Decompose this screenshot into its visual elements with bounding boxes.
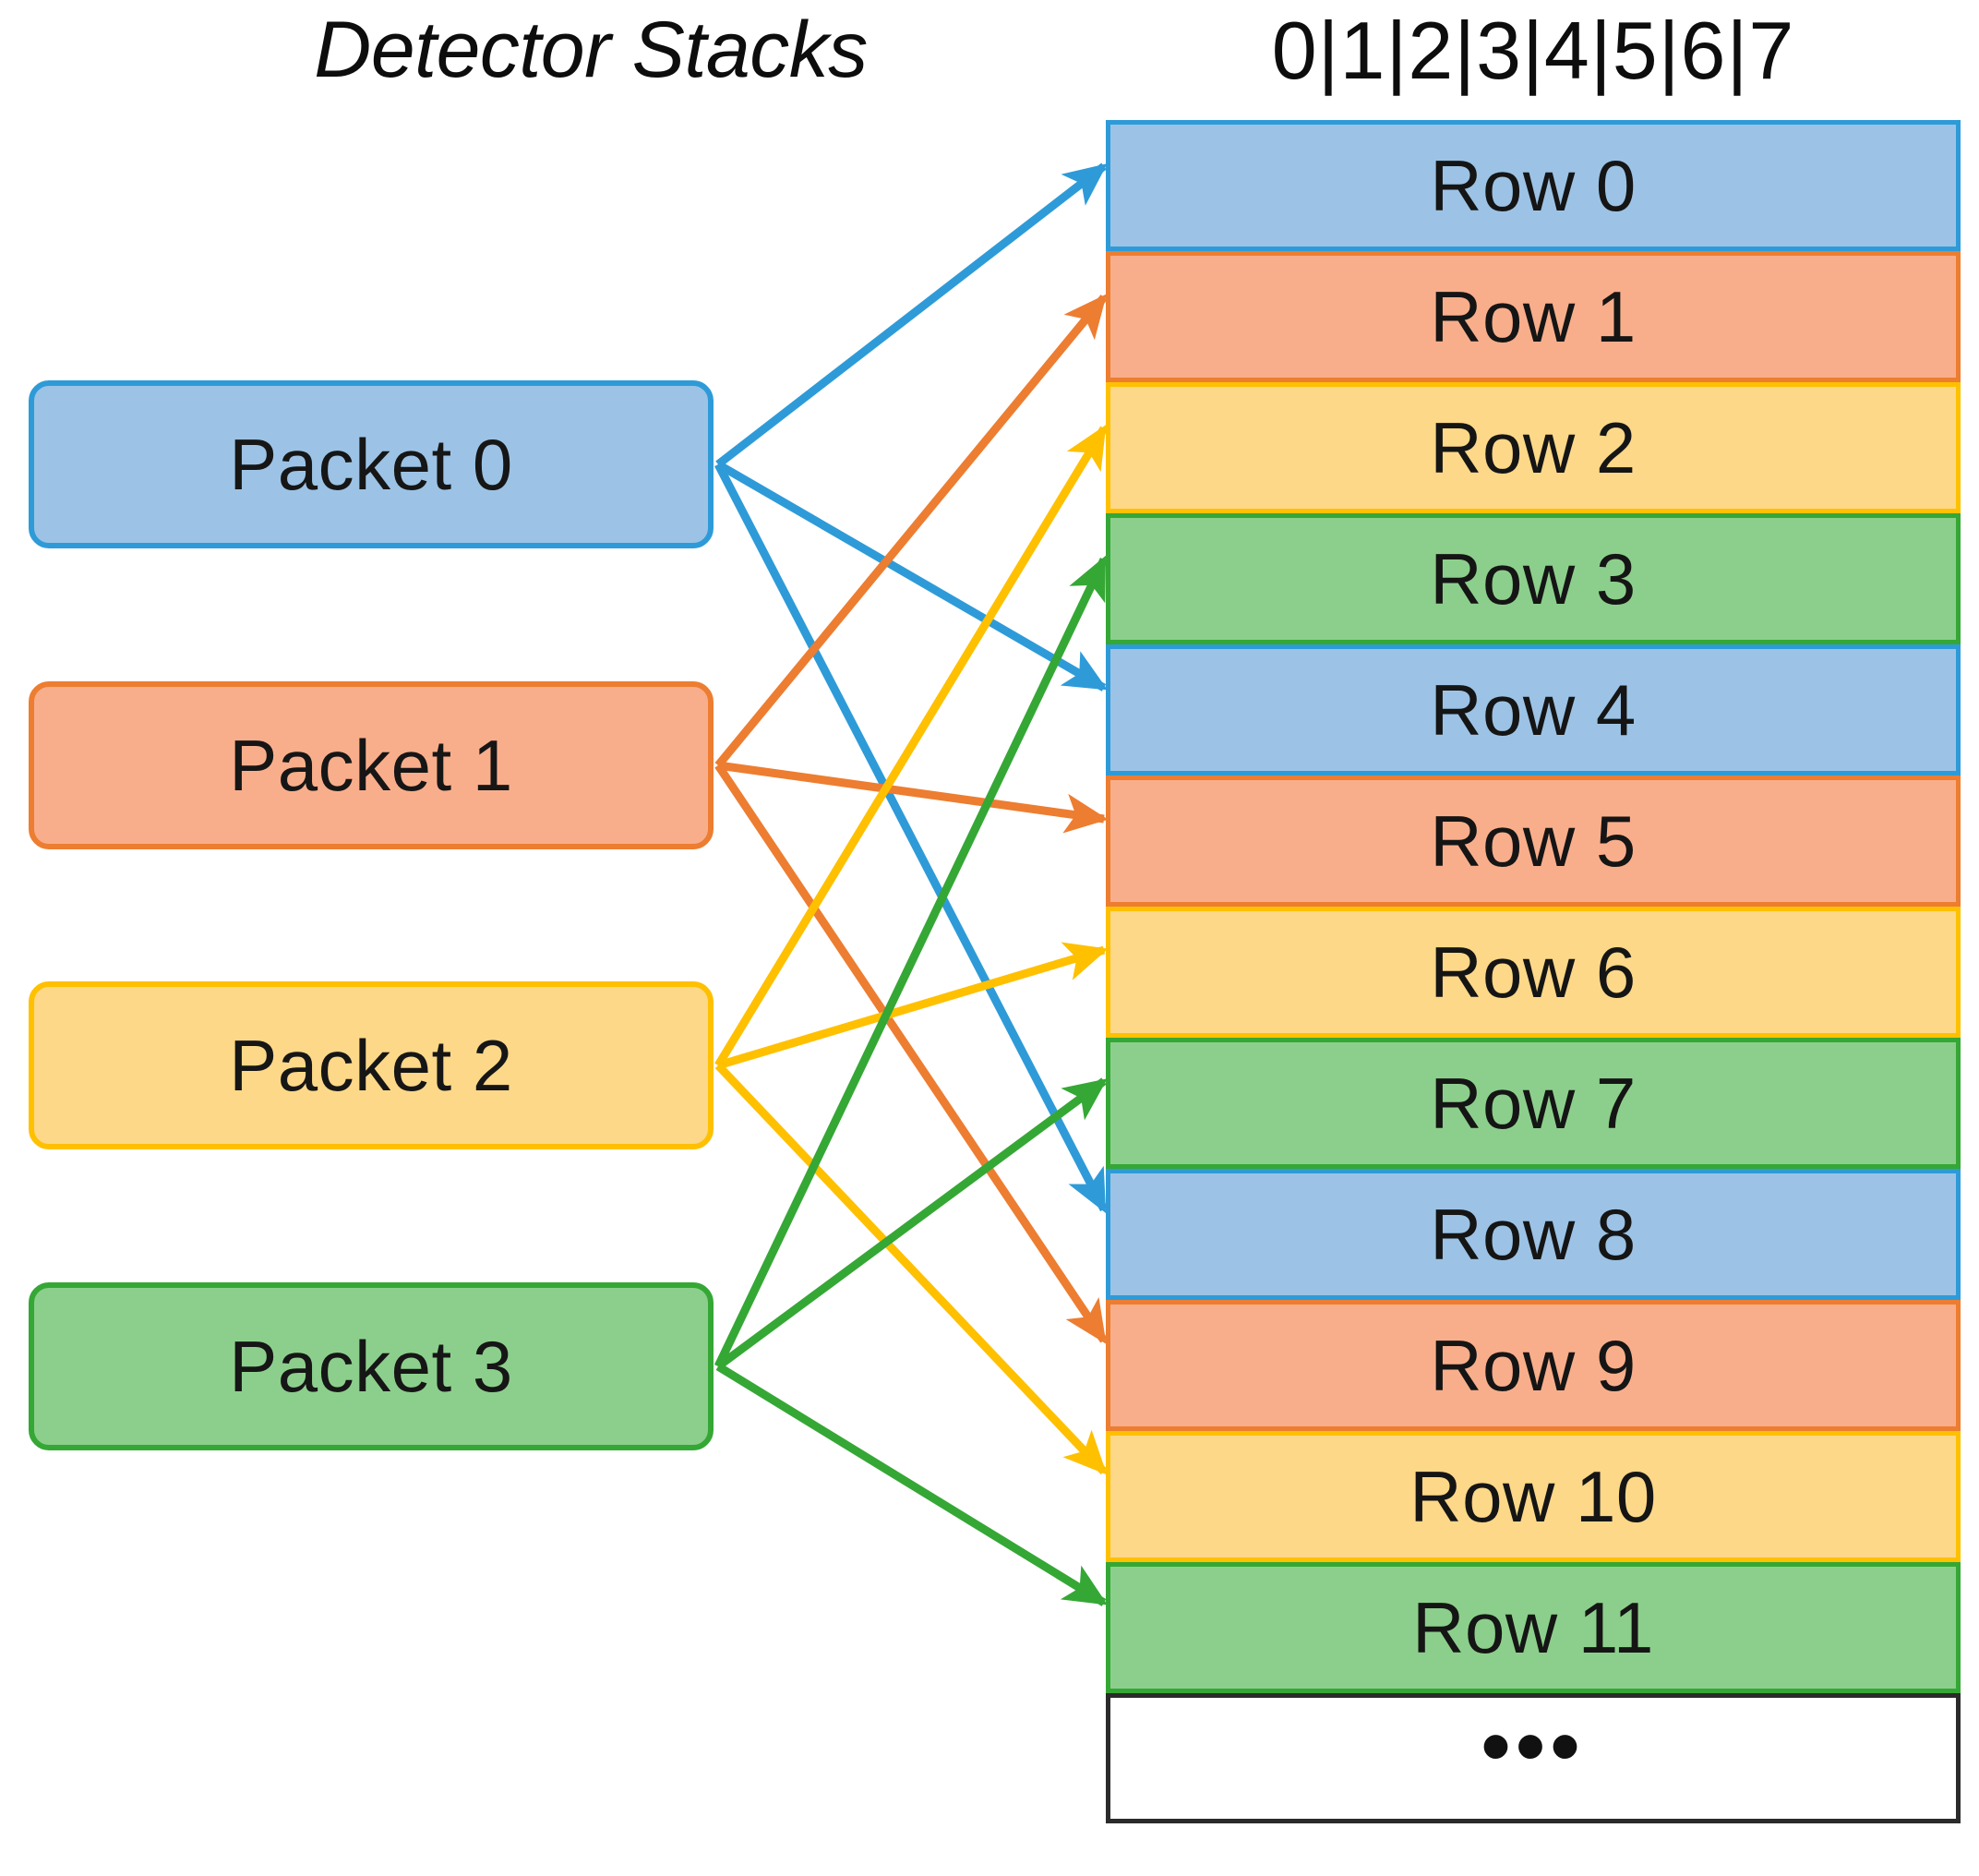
arrow-packet2-to-row10 — [714, 1062, 1108, 1475]
arrow-packet2-to-row6 — [716, 942, 1109, 1070]
packet-box-1[interactable]: Packet 1 — [29, 681, 714, 849]
packet-box-2[interactable]: Packet 2 — [29, 981, 714, 1149]
stack-row-8[interactable]: Row 8 — [1106, 1169, 1961, 1300]
arrow-packet0-to-row0 — [715, 162, 1108, 468]
stack-row-label: Row 4 — [1430, 668, 1637, 751]
detector-stack: Row 0 Row 1 Row 2 Row 3 Row 4 Row 5 Row 6 Row 7… — [1106, 120, 1961, 1823]
stack-row-label: Row 9 — [1430, 1324, 1637, 1406]
arrow-packet0-to-row8 — [714, 462, 1108, 1214]
stack-row-label: Row 0 — [1430, 144, 1637, 226]
packet-box-3[interactable]: Packet 3 — [29, 1282, 714, 1450]
arrow-packet3-to-row7 — [715, 1077, 1108, 1370]
ellipsis-label: ••• — [1481, 1700, 1586, 1793]
packet-label: Packet 0 — [229, 423, 513, 505]
packet-box-0[interactable]: Packet 0 — [29, 380, 714, 548]
page-title: Detector Stacks — [314, 6, 868, 94]
stack-row-label: Row 11 — [1412, 1586, 1654, 1668]
arrow-packet0-to-row4 — [715, 461, 1109, 691]
stack-row-2[interactable]: Row 2 — [1106, 382, 1961, 513]
packet-label: Packet 3 — [229, 1325, 513, 1407]
stack-column-header: 0|1|2|3|4|5|6|7 — [1271, 5, 1795, 96]
stack-row-label: Row 10 — [1409, 1455, 1657, 1537]
arrow-packet1-to-row1 — [714, 294, 1108, 768]
arrow-packet2-to-row2 — [714, 424, 1108, 1068]
stack-row-1[interactable]: Row 1 — [1106, 251, 1961, 382]
stack-row-10[interactable]: Row 10 — [1106, 1431, 1961, 1562]
arrow-packet1-to-row5 — [717, 761, 1109, 834]
stack-row-6[interactable]: Row 6 — [1106, 907, 1961, 1038]
stack-row-label: Row 3 — [1430, 537, 1637, 619]
stack-row-label: Row 1 — [1430, 275, 1637, 357]
arrow-packet3-to-row11 — [715, 1363, 1108, 1606]
stack-row-label: Row 2 — [1430, 406, 1637, 488]
stack-row-label: Row 6 — [1430, 931, 1637, 1013]
stack-row-9[interactable]: Row 9 — [1106, 1300, 1961, 1431]
stack-row-ellipsis[interactable]: ••• — [1106, 1693, 1961, 1823]
stack-row-label: Row 7 — [1430, 1062, 1637, 1144]
arrow-packet1-to-row9 — [714, 763, 1108, 1344]
stack-row-5[interactable]: Row 5 — [1106, 776, 1961, 907]
stack-row-4[interactable]: Row 4 — [1106, 644, 1961, 776]
stack-row-0[interactable]: Row 0 — [1106, 120, 1961, 251]
stack-row-7[interactable]: Row 7 — [1106, 1038, 1961, 1169]
packet-label: Packet 1 — [229, 724, 513, 806]
stack-row-label: Row 5 — [1430, 800, 1637, 882]
stack-row-3[interactable]: Row 3 — [1106, 513, 1961, 644]
packet-label: Packet 2 — [229, 1024, 513, 1106]
stack-row-11[interactable]: Row 11 — [1106, 1562, 1961, 1693]
stack-row-label: Row 8 — [1430, 1193, 1637, 1275]
arrow-packet3-to-row3 — [714, 555, 1109, 1368]
